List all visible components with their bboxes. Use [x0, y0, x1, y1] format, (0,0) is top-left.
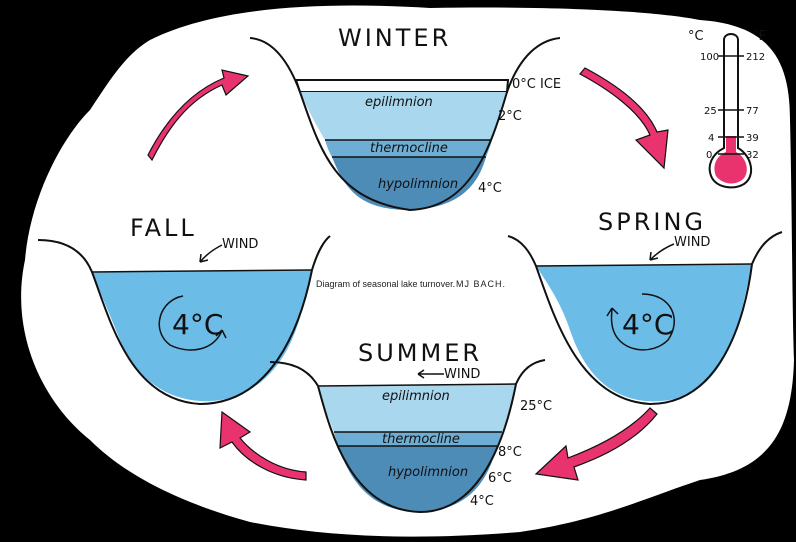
- summer-thermocline-temp: 8°C: [498, 445, 522, 460]
- summer-title: SUMMER: [358, 339, 482, 367]
- fall-title: FALL: [130, 214, 197, 242]
- diagram-caption: Diagram of seasonal lake turnover.: [316, 279, 455, 289]
- summer-hypolimnion-layer: [338, 446, 497, 512]
- fall-water: [92, 270, 312, 402]
- thermometer-f-tick: 77: [746, 106, 759, 117]
- thermometer-mercury: [714, 136, 747, 184]
- thermometer-f-tick: 32: [746, 150, 759, 161]
- winter-ice-temp: 0°C ICE: [512, 77, 561, 92]
- summer-basin-outline: [269, 359, 546, 514]
- fall-temp: 4°C: [172, 308, 223, 341]
- winter-ice: [294, 79, 510, 93]
- winter-hypolimnion-label: hypolimnion: [378, 177, 458, 192]
- spring-wind-arrow-icon: [649, 243, 675, 261]
- winter-epilimnion-layer: [300, 92, 507, 140]
- thermometer-unit-fahrenheit: °F: [752, 29, 766, 44]
- thermometer: °C °F 100 25 4 0 212 77 39 32: [688, 29, 766, 189]
- summer-wind-label: WIND: [444, 367, 480, 382]
- thermometer-unit-celsius: °C: [688, 29, 704, 44]
- spring-water: [536, 264, 752, 402]
- thermometer-f-tick: 39: [746, 133, 759, 144]
- summer-epilimnion-label: epilimnion: [382, 389, 450, 404]
- arrow-fall-to-winter: [147, 69, 250, 162]
- arrow-summer-to-fall: [219, 410, 307, 481]
- summer-thermocline-layer: [334, 432, 502, 446]
- fall-basin-outline: [37, 235, 331, 406]
- summer-wind-arrow-icon: [417, 369, 444, 379]
- thermometer-c-tick: 0: [706, 150, 712, 161]
- spring-wind-label: WIND: [674, 235, 710, 250]
- winter-epilimnion-label: epilimnion: [365, 95, 433, 110]
- winter-epilimnion-temp: 2°C: [498, 109, 522, 124]
- summer-hypolimnion-temp-lower: 4°C: [470, 494, 494, 509]
- winter-hypolimnion-temp: 4°C: [478, 181, 502, 196]
- spring-basin-outline: [507, 231, 783, 406]
- winter-thermocline-layer: [325, 140, 492, 157]
- fall-circulation-arrow-icon: [158, 295, 227, 351]
- fall-wind-label: WIND: [222, 237, 258, 252]
- winter-title: WINTER: [338, 24, 451, 52]
- summer-surface-line: [317, 383, 517, 387]
- summer-hypolimnion-temp-upper: 6°C: [488, 471, 512, 486]
- fall-wind-arrow-icon: [199, 244, 223, 263]
- fall-lake: FALL WIND 4°C: [37, 214, 331, 406]
- thermometer-f-tick: 212: [746, 52, 765, 63]
- summer-epilimnion-temp: 25°C: [520, 399, 552, 414]
- spring-temp: 4°C: [622, 308, 673, 341]
- spring-lake: SPRING WIND 4°C: [507, 208, 783, 406]
- turnover-cycle-arrows: [147, 67, 669, 481]
- thermometer-c-tick: 4: [708, 133, 714, 144]
- summer-hypolimnion-label: hypolimnion: [388, 465, 468, 480]
- winter-lake: WINTER epilimnion thermocline hypolimnio…: [249, 24, 561, 212]
- winter-basin-outline: [249, 37, 561, 212]
- arrow-winter-to-spring: [579, 67, 669, 170]
- summer-epilimnion-layer: [318, 384, 516, 432]
- winter-hypolimnion-layer: [332, 157, 486, 210]
- summer-thermocline-label: thermocline: [382, 432, 460, 447]
- thermometer-ticks: [718, 55, 744, 155]
- fall-surface-line: [91, 269, 313, 273]
- arrow-spring-to-summer: [534, 407, 658, 481]
- thermometer-c-tick: 25: [704, 106, 717, 117]
- spring-circulation-arrow-icon: [606, 293, 675, 351]
- spring-title: SPRING: [598, 208, 706, 236]
- summer-lake: SUMMER WIND epilimnion thermocline hypol…: [269, 339, 552, 514]
- diagram-credit: MJ BACH.: [456, 279, 506, 289]
- winter-thermocline-label: thermocline: [370, 141, 448, 156]
- spring-surface-line: [535, 263, 753, 267]
- thermometer-c-tick: 100: [700, 52, 719, 63]
